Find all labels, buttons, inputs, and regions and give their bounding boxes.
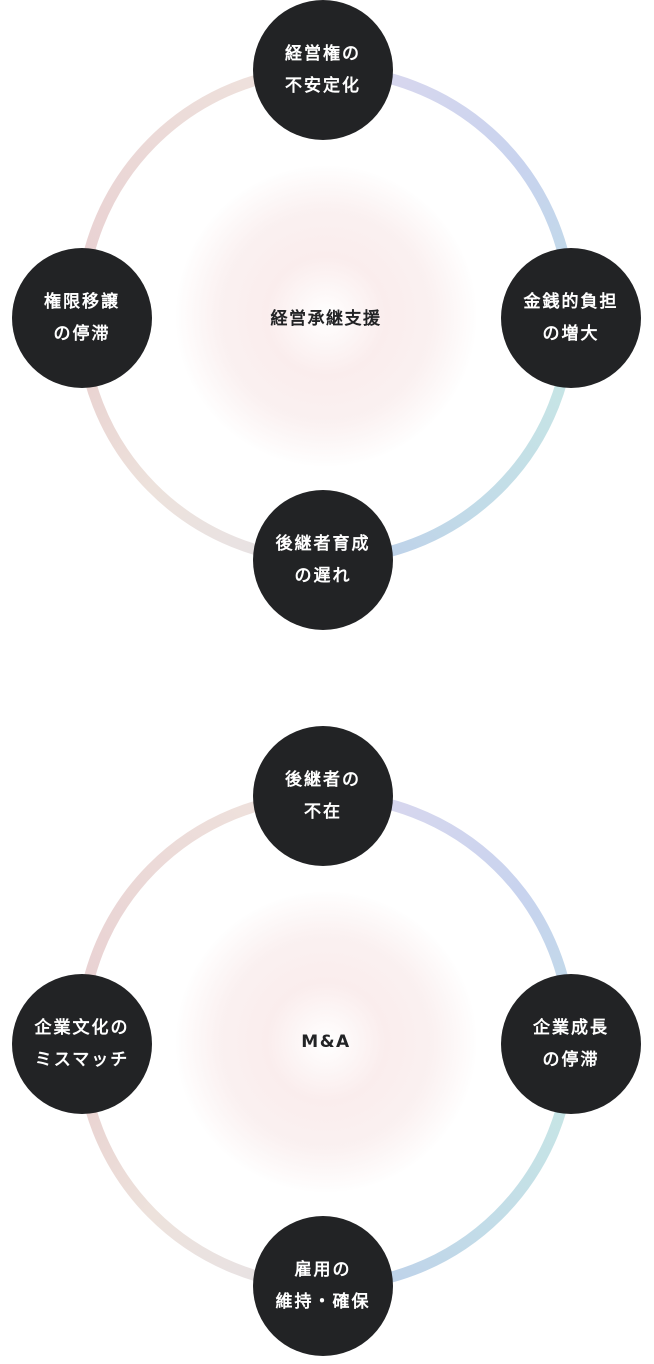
center-glow	[176, 166, 476, 466]
node-left: 企業文化の ミスマッチ	[12, 974, 152, 1114]
node-label-line1: 後継者の	[285, 770, 361, 790]
node-label-line2: の遅れ	[294, 566, 352, 586]
node-label-line2: 不在	[304, 802, 342, 822]
cycle-diagram-ma: M&A 後継者の 不在 企業成長 の停滞 雇用の 維持・確保 企業文化の ミスマ…	[0, 726, 654, 1356]
node-label-line1: 雇用の	[294, 1260, 352, 1280]
node-label-line2: 維持・確保	[275, 1292, 371, 1312]
node-label-line1: 権限移譲	[44, 292, 120, 312]
node-label-line2: 不安定化	[285, 76, 361, 96]
node-label-line1: 金銭的負担	[523, 292, 619, 312]
node-label-line2: ミスマッチ	[34, 1050, 130, 1070]
node-label-line1: 企業文化の	[34, 1018, 130, 1038]
node-label-line2: の停滞	[53, 324, 111, 344]
node-label-line2: の増大	[542, 324, 600, 344]
node-bottom: 雇用の 維持・確保	[253, 1216, 393, 1356]
center-glow	[176, 892, 476, 1192]
node-top: 経営権の 不安定化	[253, 0, 393, 140]
center-label: M&A	[301, 1032, 351, 1052]
node-label-line1: 企業成長	[533, 1018, 609, 1038]
cycle-diagram-succession: 経営承継支援 経営権の 不安定化 金銭的負担 の増大 後継者育成 の遅れ 権限移…	[0, 0, 654, 630]
node-right: 企業成長 の停滞	[501, 974, 641, 1114]
node-top: 後継者の 不在	[253, 726, 393, 866]
node-label-line1: 後継者育成	[275, 534, 371, 554]
center-label: 経営承継支援	[270, 308, 382, 329]
node-left: 権限移譲 の停滞	[12, 248, 152, 388]
node-label-line2: の停滞	[542, 1050, 600, 1070]
node-right: 金銭的負担 の増大	[501, 248, 641, 388]
node-label-line1: 経営権の	[285, 44, 361, 64]
node-bottom: 後継者育成 の遅れ	[253, 490, 393, 630]
